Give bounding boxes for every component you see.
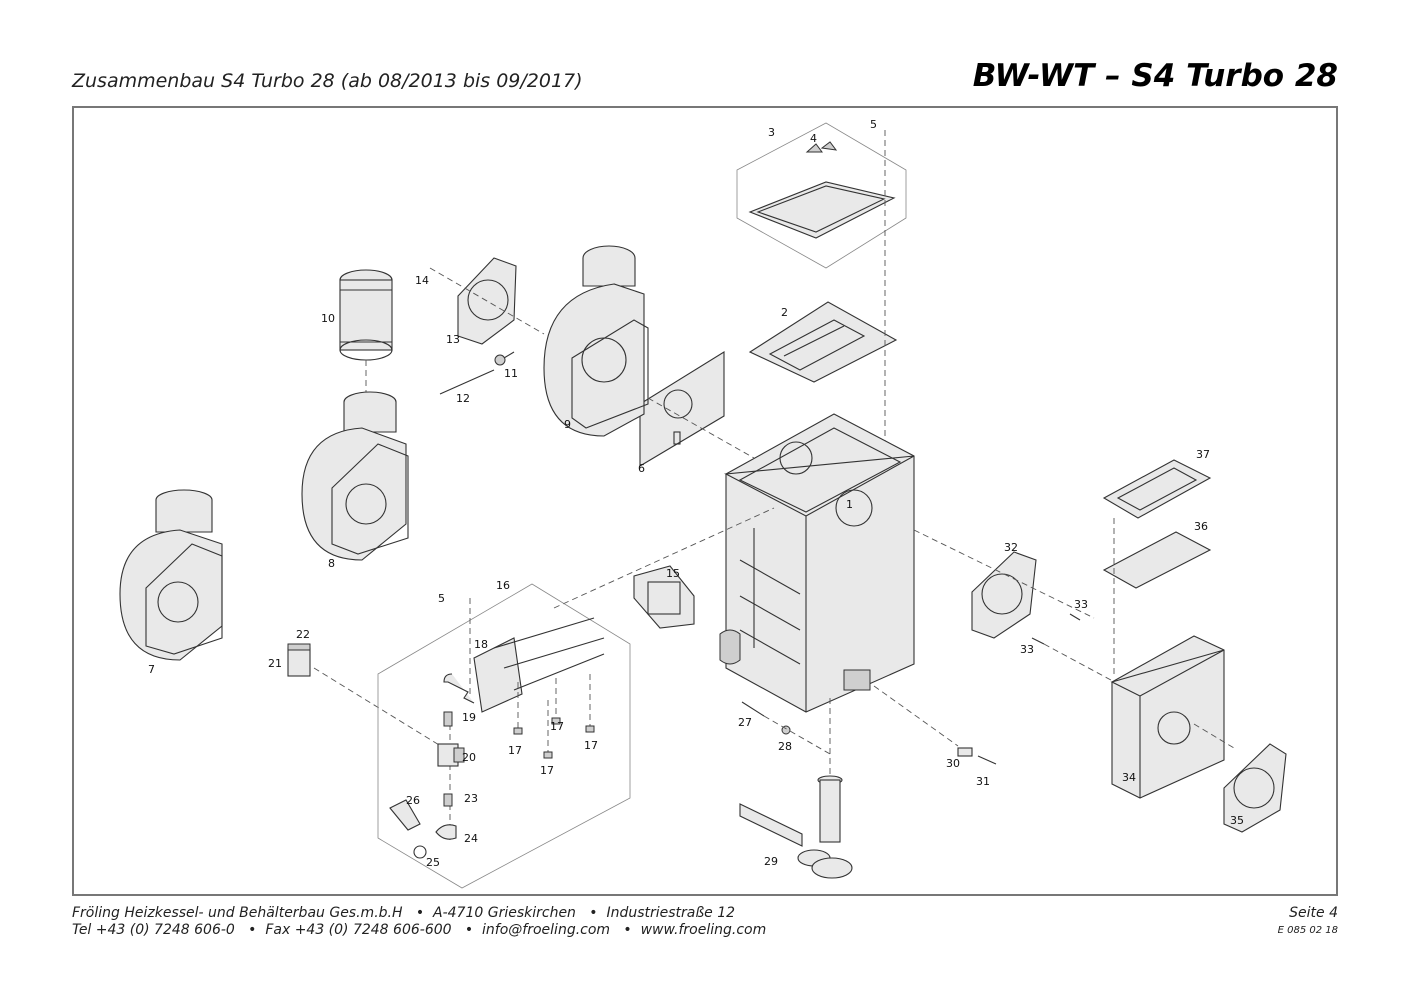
part-32-gasket	[971, 551, 1037, 639]
callout-8: 8	[328, 557, 335, 570]
callout-3: 3	[768, 126, 775, 139]
part-17-plugs	[513, 717, 595, 759]
callout-28: 28	[778, 740, 792, 753]
part-12-probe	[439, 369, 495, 395]
callout-22: 22	[296, 628, 310, 641]
part-29-siphon	[739, 775, 853, 879]
callout-25: 25	[426, 856, 440, 869]
part-2-plate	[748, 301, 898, 383]
part-31-screw	[977, 755, 997, 765]
callout-16: 16	[496, 579, 510, 592]
callout-11: 11	[504, 367, 518, 380]
page-title: BW-WT – S4 Turbo 28	[972, 58, 1338, 94]
callout-29: 29	[764, 855, 778, 868]
callout-7: 7	[148, 663, 155, 676]
diagram-frame: 1 2 3 4 5 5 6 7 8 9 10 11 12 13 14 15 16…	[72, 106, 1338, 896]
callout-20: 20	[462, 751, 476, 764]
callout-6: 6	[638, 462, 645, 475]
callout-21: 21	[268, 657, 282, 670]
part-7-fan	[119, 489, 223, 661]
callout-12: 12	[456, 392, 470, 405]
callout-17d: 17	[584, 739, 598, 752]
page-number: Seite 4	[1289, 905, 1338, 921]
part-24-elbow	[435, 824, 457, 840]
callout-17a: 17	[508, 744, 522, 757]
callout-33a: 33	[1074, 598, 1088, 611]
footer-contact: Tel +43 (0) 7248 606-0 • Fax +43 (0) 724…	[72, 922, 767, 938]
page-subtitle: Zusammenbau S4 Turbo 28 (ab 08/2013 bis …	[72, 70, 583, 92]
exploded-view-diagram: 1 2 3 4 5 5 6 7 8 9 10 11 12 13 14 15 16…	[119, 118, 1287, 889]
callout-17c: 17	[540, 764, 554, 777]
part-8-fan	[301, 391, 409, 561]
callout-26: 26	[406, 794, 420, 807]
part-25-oring	[413, 845, 427, 859]
part-34-box	[1110, 635, 1225, 799]
document-code: E 085 02 18	[1277, 925, 1338, 936]
callout-36: 36	[1194, 520, 1208, 533]
callout-9: 9	[564, 418, 571, 431]
part-21-valve	[287, 643, 311, 677]
callout-24: 24	[464, 832, 478, 845]
part-30-sleeve	[957, 747, 973, 757]
callout-19: 19	[462, 711, 476, 724]
part-15-flange	[633, 565, 695, 629]
part-35-flange	[1223, 743, 1287, 833]
part-36-plate	[1102, 531, 1212, 589]
part-20-valve	[437, 743, 465, 767]
callout-31: 31	[976, 775, 990, 788]
callout-34: 34	[1122, 771, 1136, 784]
part-23-fitting	[443, 793, 453, 807]
callout-35: 35	[1230, 814, 1244, 827]
callout-13: 13	[446, 333, 460, 346]
callout-17b: 17	[550, 720, 564, 733]
part-3-cover-group	[736, 122, 907, 269]
callout-30: 30	[946, 757, 960, 770]
callout-1: 1	[846, 498, 853, 511]
part-10-sleeve	[339, 269, 393, 361]
callout-4: 4	[810, 132, 817, 145]
part-19-fitting	[443, 711, 453, 727]
callout-5a: 5	[870, 118, 877, 131]
part-26-nozzle	[389, 799, 421, 831]
part-11-plug	[494, 351, 515, 366]
callout-14: 14	[415, 274, 429, 287]
part-27-bolt	[741, 701, 765, 717]
callout-33b: 33	[1020, 643, 1034, 656]
part-1-housing	[719, 413, 915, 713]
part-37-gasket	[1102, 459, 1212, 519]
part-33-screws	[1031, 613, 1081, 645]
callout-18: 18	[474, 638, 488, 651]
callout-27: 27	[738, 716, 752, 729]
callout-10: 10	[321, 312, 335, 325]
part-9-fan	[543, 245, 649, 437]
part-6-plate	[639, 351, 725, 467]
callout-32: 32	[1004, 541, 1018, 554]
callout-2: 2	[781, 306, 788, 319]
part-16-group	[377, 583, 631, 889]
callout-15: 15	[666, 567, 680, 580]
footer-company-address: Fröling Heizkessel- und Behälterbau Ges.…	[72, 905, 736, 921]
callout-23: 23	[464, 792, 478, 805]
callout-5b: 5	[438, 592, 445, 605]
callout-37: 37	[1196, 448, 1210, 461]
